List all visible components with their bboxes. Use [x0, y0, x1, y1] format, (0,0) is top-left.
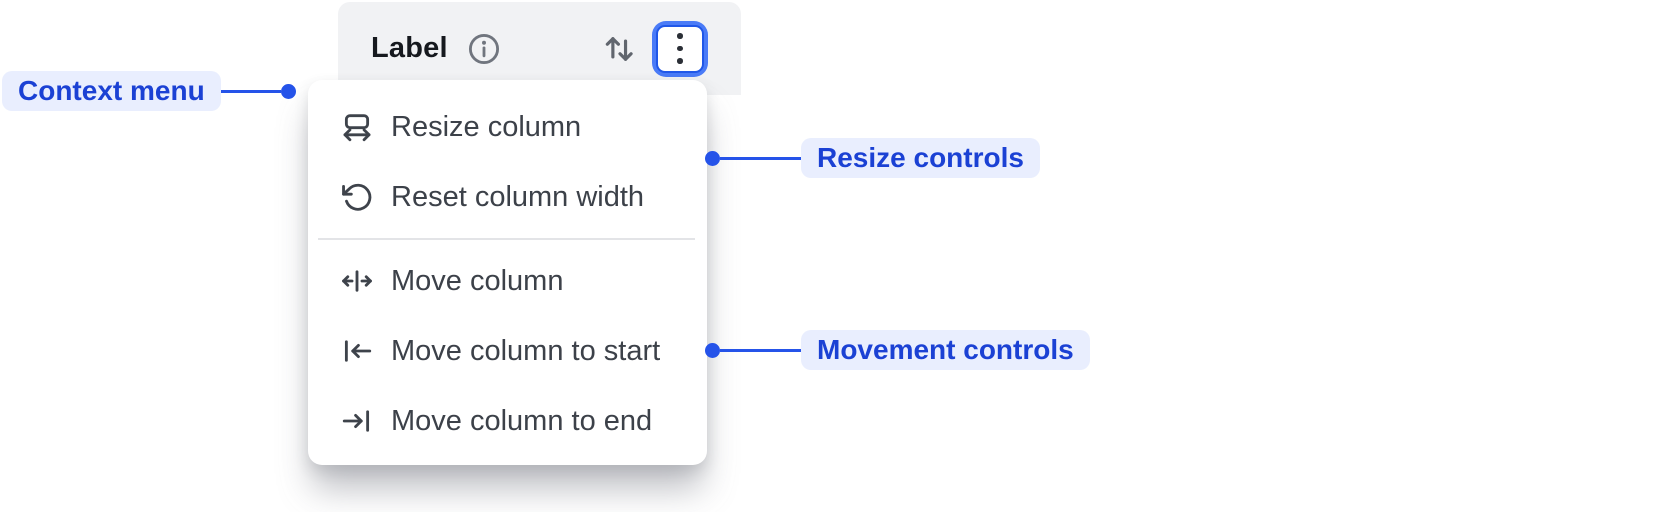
column-header: Label — [338, 2, 741, 95]
menu-item-label: Move column — [391, 264, 564, 297]
move-column-to-end-icon — [340, 404, 374, 438]
menu-divider — [318, 238, 695, 240]
context-menu: Resize column Reset column width Move co… — [308, 80, 707, 465]
menu-item-resize-column[interactable]: Resize column — [308, 92, 707, 162]
annotation-badge: Context menu — [2, 71, 221, 111]
menu-item-move-column[interactable]: Move column — [308, 246, 707, 316]
annotation-resize-controls: Resize controls — [705, 138, 1040, 178]
menu-item-move-column-to-start[interactable]: Move column to start — [308, 316, 707, 386]
menu-item-move-column-to-end[interactable]: Move column to end — [308, 386, 707, 456]
resize-column-icon — [340, 110, 374, 144]
column-menu-button[interactable] — [652, 20, 708, 77]
annotation-connector-line — [220, 89, 281, 93]
annotation-badge: Movement controls — [801, 330, 1090, 370]
sort-arrows-icon[interactable] — [601, 30, 639, 68]
menu-item-label: Move column to start — [391, 334, 661, 367]
annotation-connector-dot — [281, 83, 296, 99]
annotation-connector-dot — [705, 150, 720, 166]
annotation-context-menu: Context menu — [2, 71, 296, 111]
menu-item-label: Resize column — [391, 110, 582, 143]
info-icon[interactable] — [467, 32, 501, 66]
menu-item-label: Reset column width — [391, 180, 645, 213]
menu-item-reset-column-width[interactable]: Reset column width — [308, 162, 707, 232]
annotation-connector-line — [720, 156, 801, 160]
annotation-badge: Resize controls — [801, 138, 1040, 178]
annotation-connector-dot — [705, 342, 720, 358]
annotation-connector-line — [720, 348, 801, 352]
move-column-to-start-icon — [340, 334, 374, 368]
column-title: Label — [371, 32, 448, 64]
reset-column-width-icon — [340, 180, 374, 214]
menu-item-label: Move column to end — [391, 404, 653, 437]
move-column-icon — [340, 264, 374, 298]
annotation-movement-controls: Movement controls — [705, 330, 1090, 370]
kebab-menu-icon — [656, 24, 704, 73]
